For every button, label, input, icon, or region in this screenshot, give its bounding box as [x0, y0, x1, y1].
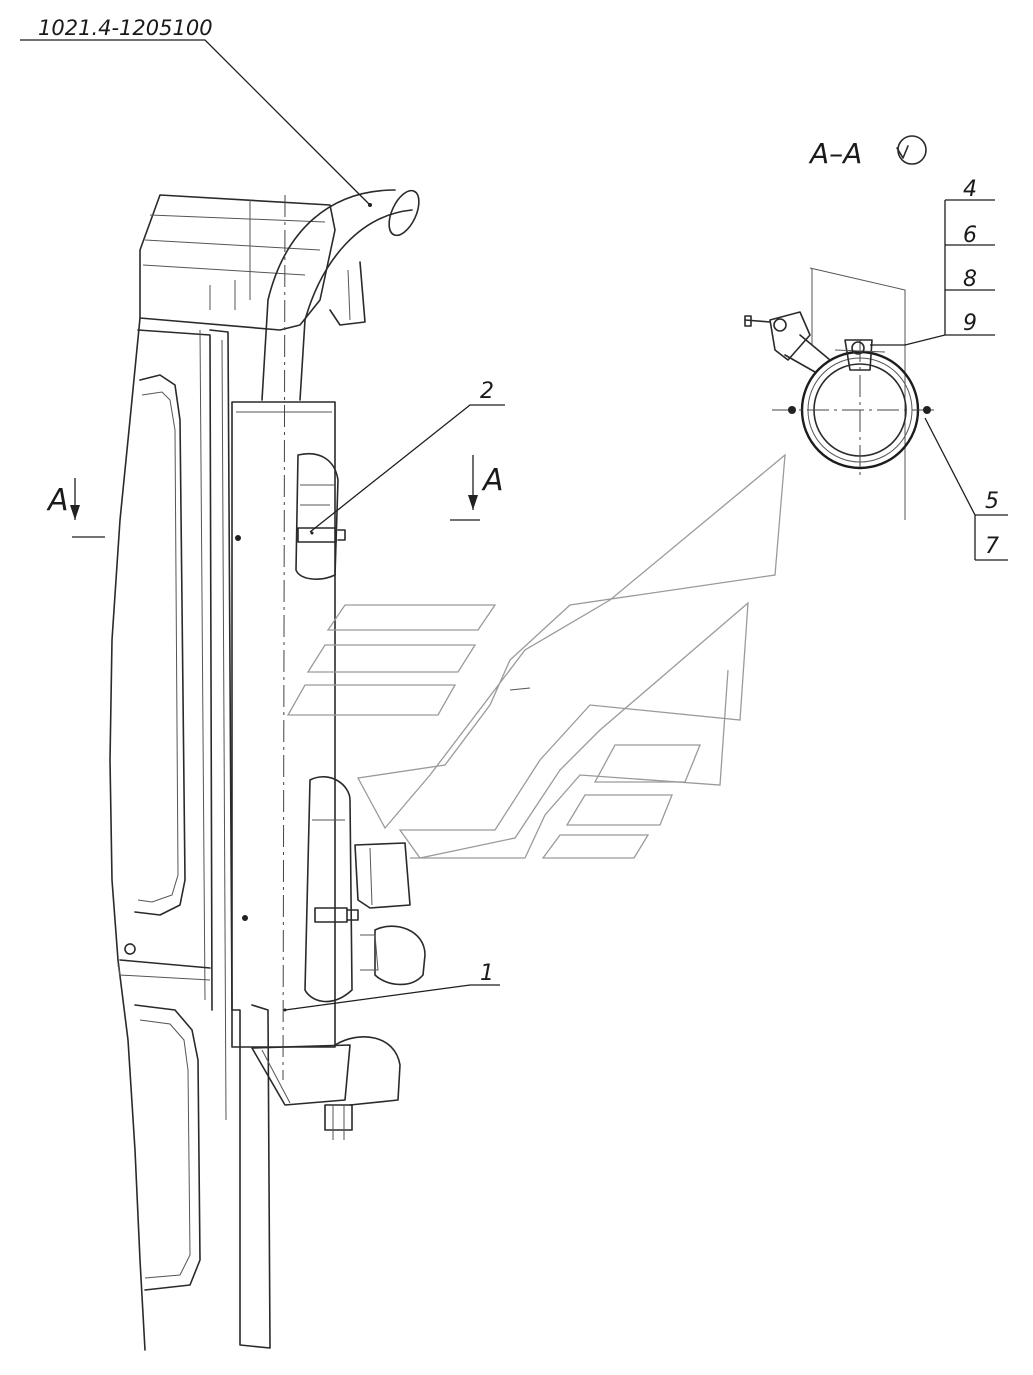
callout-9: 9	[963, 311, 977, 336]
leaders	[20, 39, 505, 1011]
section-view-detail	[744, 135, 1008, 561]
callout-4: 4	[963, 177, 977, 202]
labels: 1021.4-1205100 A–A A A 1 2 4 6 8 9 5 7	[38, 16, 999, 986]
section-view-title: A–A	[808, 137, 862, 170]
callout-8: 8	[963, 267, 977, 292]
exhaust-assembly	[231, 189, 426, 1140]
watermark-logo	[286, 453, 786, 859]
part-number-label: 1021.4-1205100	[38, 16, 213, 40]
callout-5: 5	[985, 489, 999, 514]
callout-7: 7	[985, 534, 999, 559]
callout-6: 6	[963, 223, 977, 248]
callout-2: 2	[480, 379, 494, 404]
section-marker-right: A	[481, 463, 504, 498]
cab-body	[109, 194, 336, 1351]
section-marker-left: A	[46, 483, 69, 518]
callout-1: 1	[480, 961, 494, 986]
